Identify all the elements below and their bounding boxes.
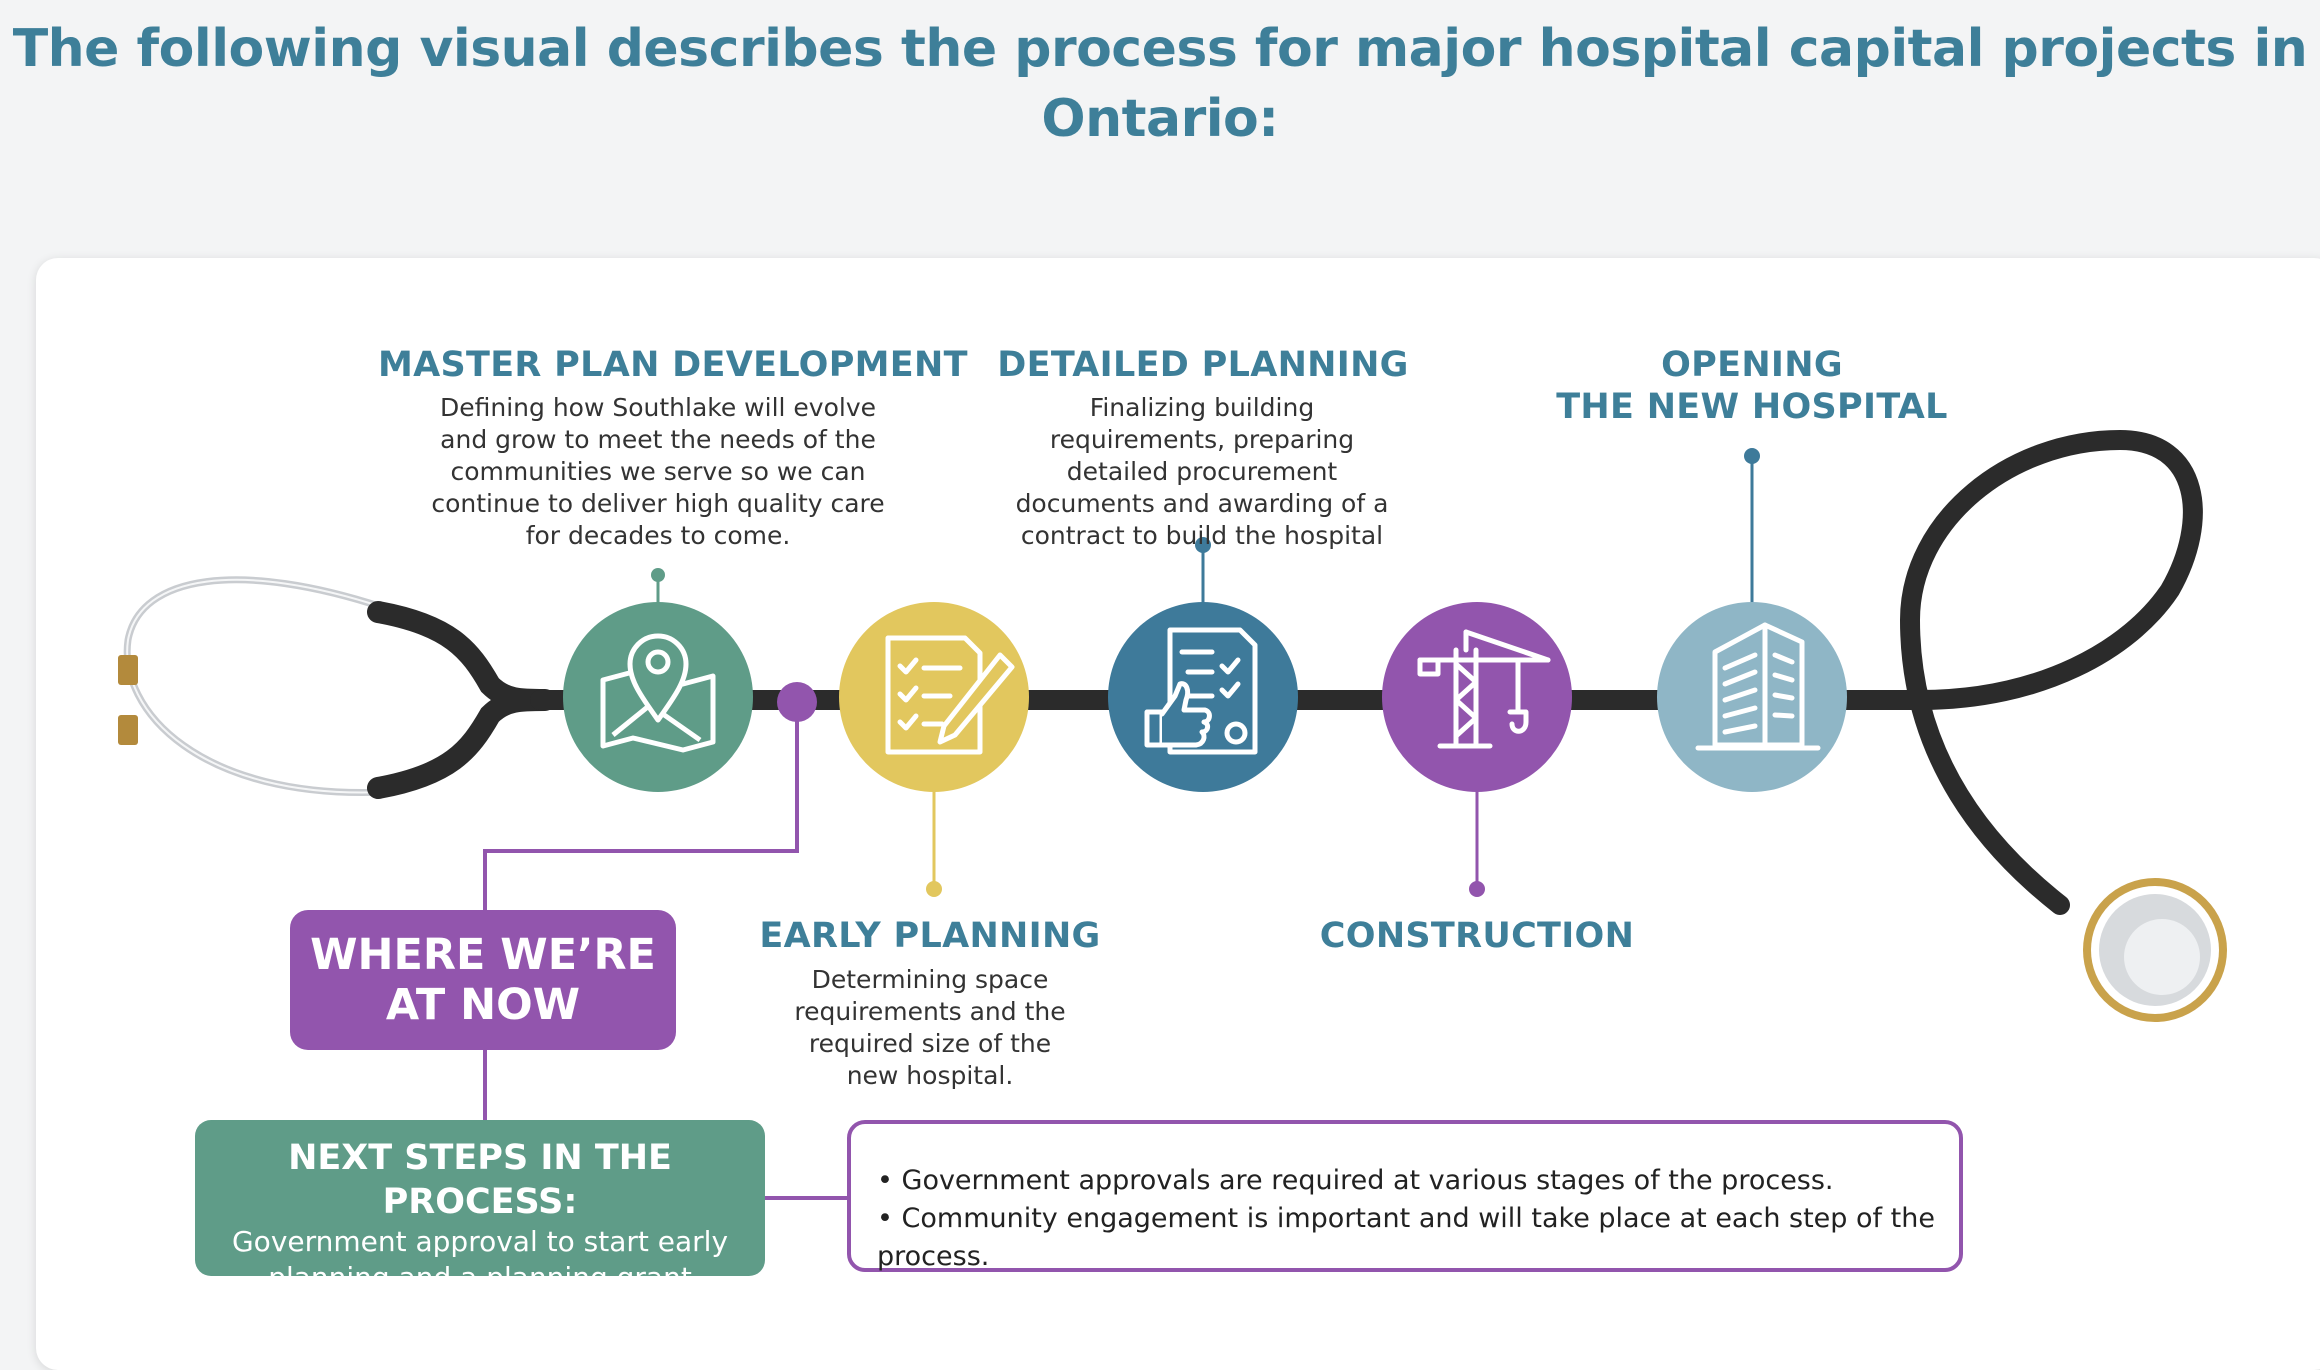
detailed-planning-description: Finalizing building requirements, prepar…: [1015, 393, 1389, 550]
document-thumbs-up-icon: [1144, 627, 1258, 755]
early-planning-description: Determining space requirements and the r…: [794, 965, 1066, 1090]
master-plan-circle: [563, 602, 753, 792]
opening-title-line1: OPENING: [1661, 345, 1843, 385]
next-steps-box: NEXT STEPS IN THE PROCESS: Government ap…: [195, 1120, 765, 1294]
early-planning-circle: [839, 602, 1029, 792]
left-earpiece-tube-icon: [123, 576, 387, 796]
opening-title-line2: THE NEW HOSPITAL: [1556, 387, 1948, 427]
where-we-are-line1: WHERE WE’RE: [310, 930, 656, 980]
connector-detailed-planning: [1195, 537, 1211, 604]
note-community-engagement: Community engagement is important and wi…: [877, 1200, 1959, 1276]
connector-opening: [1744, 448, 1760, 604]
next-steps-line1: Government approval to start early: [231, 1225, 729, 1258]
crane-icon: [1417, 629, 1551, 749]
checklist-pencil-icon: [885, 635, 1015, 755]
detailed-planning-circle: [1108, 602, 1298, 792]
hospital-building-icon: [1695, 622, 1821, 751]
construction-circle: [1382, 602, 1572, 792]
next-steps-title: NEXT STEPS IN THE PROCESS:: [288, 1138, 672, 1222]
where-we-are-line2: AT NOW: [385, 980, 581, 1030]
where-we-are-now-badge: WHERE WE’RE AT NOW: [290, 910, 676, 1050]
connector-early-planning: [926, 790, 942, 897]
construction-title: CONSTRUCTION: [1319, 916, 1635, 956]
opening-circle: [1657, 602, 1847, 792]
current-position-marker: [483, 682, 849, 1200]
next-steps-line2: planning and a planning grant: [268, 1261, 692, 1294]
ear-tip-bottom-icon: [118, 715, 138, 745]
master-plan-title: MASTER PLAN DEVELOPMENT: [378, 345, 968, 385]
map-pin-icon: [600, 633, 716, 753]
master-plan-description: Defining how Southlake will evolve and g…: [431, 393, 885, 550]
stethoscope-main-tube: [530, 429, 2203, 915]
stethoscope-yoke-icon: [367, 601, 556, 799]
note-government-approvals: Government approvals are required at var…: [877, 1162, 1959, 1200]
stethoscope-chestpiece-icon: [2083, 878, 2227, 1022]
ear-tip-top-icon: [118, 655, 138, 685]
connector-construction: [1469, 790, 1485, 897]
early-planning-title: EARLY PLANNING: [759, 916, 1101, 956]
process-notes-box: Government approvals are required at var…: [847, 1120, 1963, 1272]
page-title: The following visual describes the proce…: [12, 19, 2308, 149]
detailed-planning-title: DETAILED PLANNING: [997, 345, 1409, 385]
